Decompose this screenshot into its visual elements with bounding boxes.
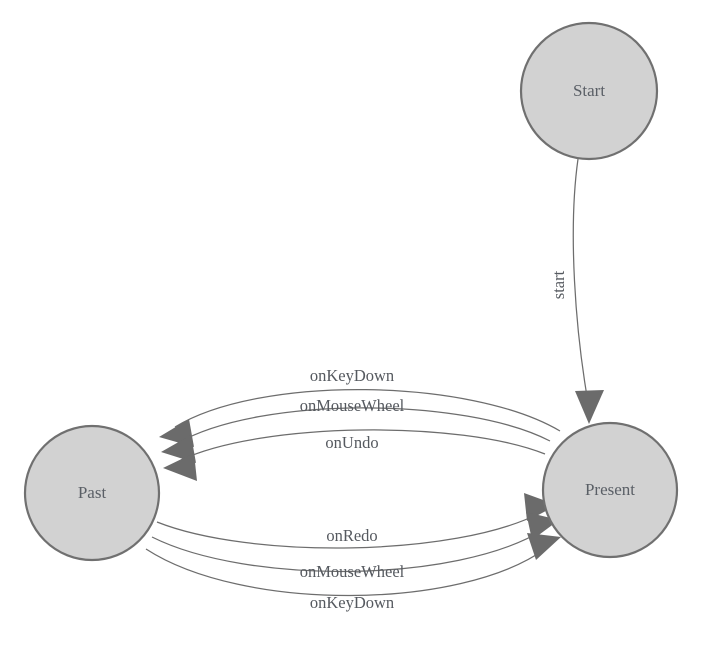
edge-start-path	[572, 158, 590, 409]
node-present-circle	[541, 421, 679, 559]
node-present-label: Present	[585, 480, 635, 499]
node-start-label: Start	[573, 81, 605, 100]
node-past-label: Past	[78, 483, 107, 502]
node-past[interactable]: Past	[23, 424, 161, 562]
edge-past-present-onredo-path	[156, 512, 541, 549]
node-past-circle	[23, 424, 161, 562]
edge-past-present-onkeydown[interactable]	[145, 533, 561, 597]
edge-start-arrowhead	[575, 390, 604, 424]
edge-label-past-present-onkeydown: onKeyDown	[310, 593, 394, 612]
edge-label-present-past-onkeydown: onKeyDown	[310, 366, 394, 385]
node-start-circle	[519, 21, 659, 161]
edge-present-past-onundo-arrowhead	[163, 453, 197, 481]
edge-present-past-onmousewheel-arrowhead	[161, 435, 196, 463]
edge-present-past-onundo-path	[180, 429, 546, 461]
edge-present-past-onmousewheel-path	[177, 407, 551, 444]
edge-past-present-onkeydown-path	[145, 548, 546, 597]
node-start[interactable]: Start	[519, 21, 659, 161]
edge-start[interactable]	[572, 158, 604, 424]
edge-present-past-onundo[interactable]	[163, 429, 546, 481]
edge-past-present-onkeydown-arrowhead	[527, 533, 561, 560]
edge-label-past-present-onmousewheel: onMouseWheel	[300, 562, 405, 581]
edge-label-present-past-onmousewheel: onMouseWheel	[300, 396, 405, 415]
edge-present-past-onkeydown-path	[174, 388, 561, 432]
edge-label-present-past-onundo: onUndo	[325, 433, 378, 452]
edge-past-present-onmousewheel-path	[151, 529, 544, 573]
edge-label-start: start	[549, 270, 568, 299]
node-present[interactable]: Present	[541, 421, 679, 559]
edge-present-past-onmousewheel[interactable]	[161, 407, 551, 463]
edge-label-past-present-onredo: onRedo	[326, 526, 377, 545]
